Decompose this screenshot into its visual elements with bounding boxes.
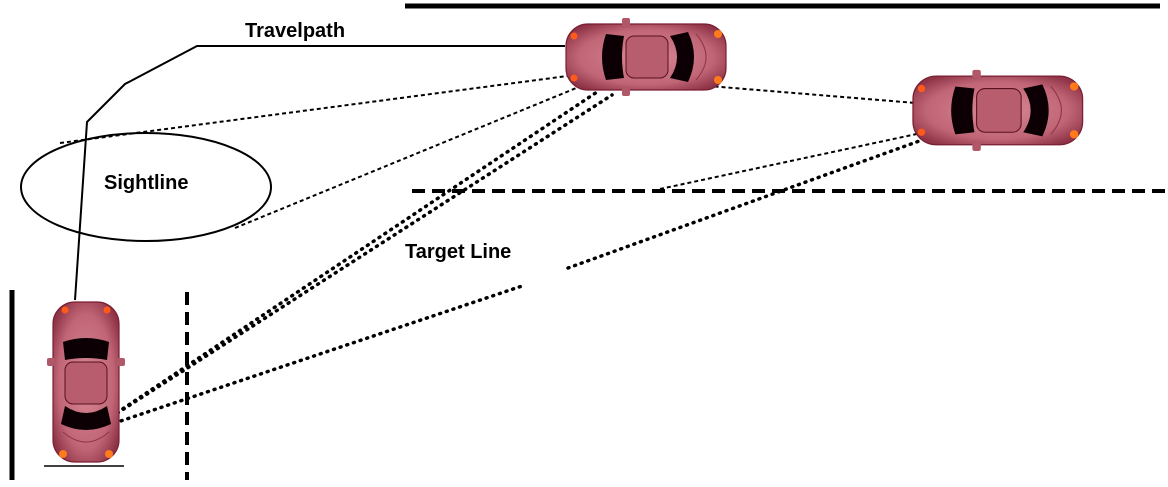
- travelpath-label: Travelpath: [245, 20, 345, 42]
- sightlines-fine: [59, 74, 929, 229]
- sightline-label: Sightline: [104, 172, 188, 194]
- target-line-label: Target Line: [405, 241, 511, 263]
- target-line-1: [86, 88, 602, 434]
- car-icon: [565, 17, 727, 97]
- sightline-car1-lower: [234, 74, 609, 229]
- sightline-to-car-1: [59, 74, 576, 144]
- target-line-4: [566, 138, 924, 270]
- car-icon: [46, 301, 126, 463]
- target-lines: [86, 88, 924, 434]
- sightline-ellipse: [20, 132, 272, 242]
- travelpath-leader-line: [74, 45, 565, 301]
- sightline-car2-lower: [659, 131, 927, 190]
- car-icon: [912, 69, 1084, 152]
- target-line-3: [86, 283, 527, 434]
- target-line-2: [86, 93, 614, 434]
